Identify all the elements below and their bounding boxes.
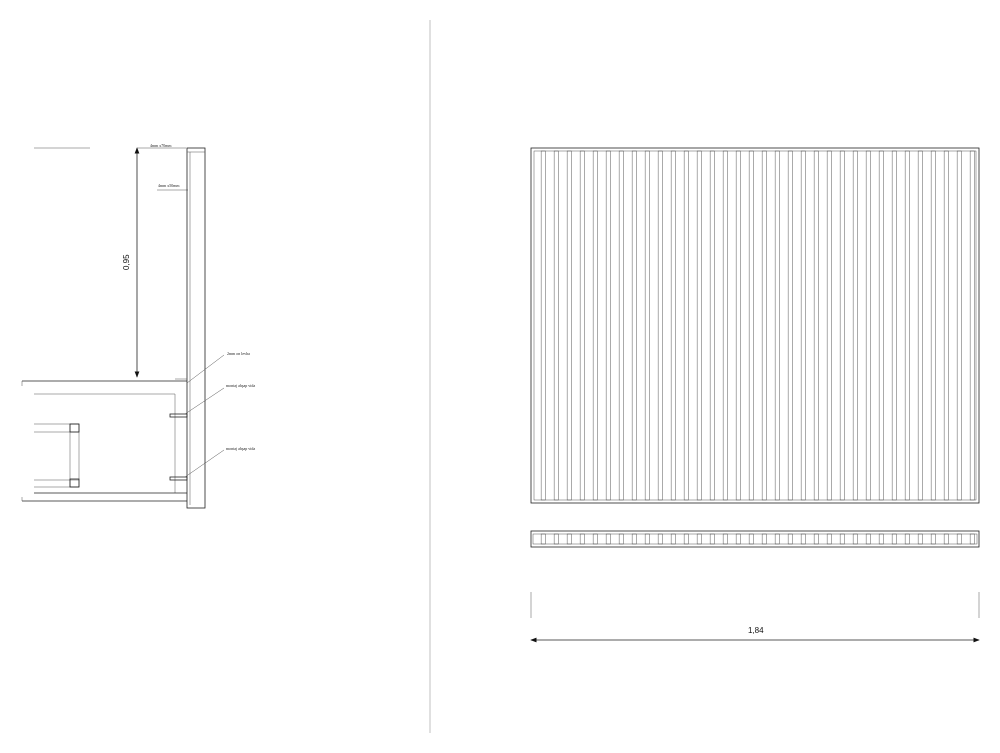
baluster xyxy=(813,150,819,501)
baluster xyxy=(657,150,663,501)
plan-baluster xyxy=(956,533,962,545)
note-top-profile: 4mm x70mm xyxy=(150,143,172,148)
plan-baluster xyxy=(657,533,663,545)
baluster xyxy=(722,150,728,501)
elevation-view: 1,84 xyxy=(530,147,980,643)
baluster xyxy=(865,150,871,501)
section-view: 0,95 4mm x70mm 4mm x50mm xyxy=(21,143,255,509)
note-fixing: 2mm on levha xyxy=(227,351,250,356)
baluster xyxy=(592,150,598,501)
plan-baluster xyxy=(839,533,845,545)
plan-baluster xyxy=(683,533,689,545)
baluster xyxy=(761,150,767,501)
plan-baluster xyxy=(930,533,936,545)
leader-anchor-2 xyxy=(184,449,225,478)
plan-baluster xyxy=(774,533,780,545)
plan-baluster xyxy=(904,533,910,545)
note-anchor-1: montaj ahşap vida xyxy=(226,383,255,388)
baluster xyxy=(943,150,949,501)
baluster xyxy=(644,150,650,501)
joist-post xyxy=(69,423,80,488)
baluster xyxy=(618,150,624,501)
baluster xyxy=(683,150,689,501)
baluster xyxy=(566,150,572,501)
baluster-group xyxy=(540,150,975,501)
plan-baluster xyxy=(787,533,793,545)
screw-lower xyxy=(169,476,188,481)
plan-baluster xyxy=(748,533,754,545)
baluster xyxy=(748,150,754,501)
plan-baluster xyxy=(891,533,897,545)
joist-block-bottom xyxy=(69,478,80,488)
baluster xyxy=(969,150,975,501)
baluster xyxy=(956,150,962,501)
plan-baluster xyxy=(917,533,923,545)
leader-fixing xyxy=(186,354,225,384)
plan-baluster xyxy=(644,533,650,545)
baluster xyxy=(891,150,897,501)
plan-baluster xyxy=(566,533,572,545)
baluster xyxy=(774,150,780,501)
plan-baluster xyxy=(865,533,871,545)
baluster xyxy=(826,150,832,501)
baluster xyxy=(709,150,715,501)
railing-frame xyxy=(530,147,980,504)
note-anchor-2: montaj ahşap vida xyxy=(226,446,255,451)
plan-baluster xyxy=(696,533,702,545)
plan-strip xyxy=(530,530,980,548)
plan-baluster xyxy=(943,533,949,545)
baluster xyxy=(787,150,793,501)
height-dimension-label: 0,95 xyxy=(122,254,131,270)
baluster xyxy=(800,150,806,501)
baluster xyxy=(917,150,923,501)
plan-baluster xyxy=(670,533,676,545)
plan-baluster xyxy=(579,533,585,545)
plan-baluster xyxy=(631,533,637,545)
baluster xyxy=(696,150,702,501)
plan-baluster xyxy=(592,533,598,545)
baluster xyxy=(540,150,546,501)
plan-baluster xyxy=(605,533,611,545)
plan-baluster xyxy=(813,533,819,545)
baluster xyxy=(904,150,910,501)
plan-baluster xyxy=(722,533,728,545)
plan-baluster xyxy=(709,533,715,545)
baluster xyxy=(670,150,676,501)
plan-baluster xyxy=(878,533,884,545)
joist-block-top xyxy=(69,423,80,433)
plan-baluster xyxy=(852,533,858,545)
plan-baluster xyxy=(969,533,975,545)
width-dimension-label: 1,84 xyxy=(748,626,764,635)
baluster xyxy=(631,150,637,501)
baluster xyxy=(553,150,559,501)
baluster xyxy=(878,150,884,501)
railing-frame-inner xyxy=(533,150,977,501)
plan-baluster xyxy=(553,533,559,545)
baluster xyxy=(605,150,611,501)
plan-baluster xyxy=(800,533,806,545)
baluster xyxy=(735,150,741,501)
plan-baluster xyxy=(761,533,767,545)
plan-baluster xyxy=(735,533,741,545)
plan-baluster-group xyxy=(540,533,975,545)
note-baluster: 4mm x50mm xyxy=(158,183,180,188)
screw-upper xyxy=(169,413,188,418)
baluster xyxy=(930,150,936,501)
baluster xyxy=(579,150,585,501)
baluster xyxy=(852,150,858,501)
plan-baluster xyxy=(826,533,832,545)
plan-strip-inner xyxy=(532,533,978,545)
baluster xyxy=(839,150,845,501)
post-profile xyxy=(186,147,206,509)
plan-baluster xyxy=(618,533,624,545)
plan-baluster xyxy=(540,533,546,545)
leader-anchor-1 xyxy=(184,387,225,415)
